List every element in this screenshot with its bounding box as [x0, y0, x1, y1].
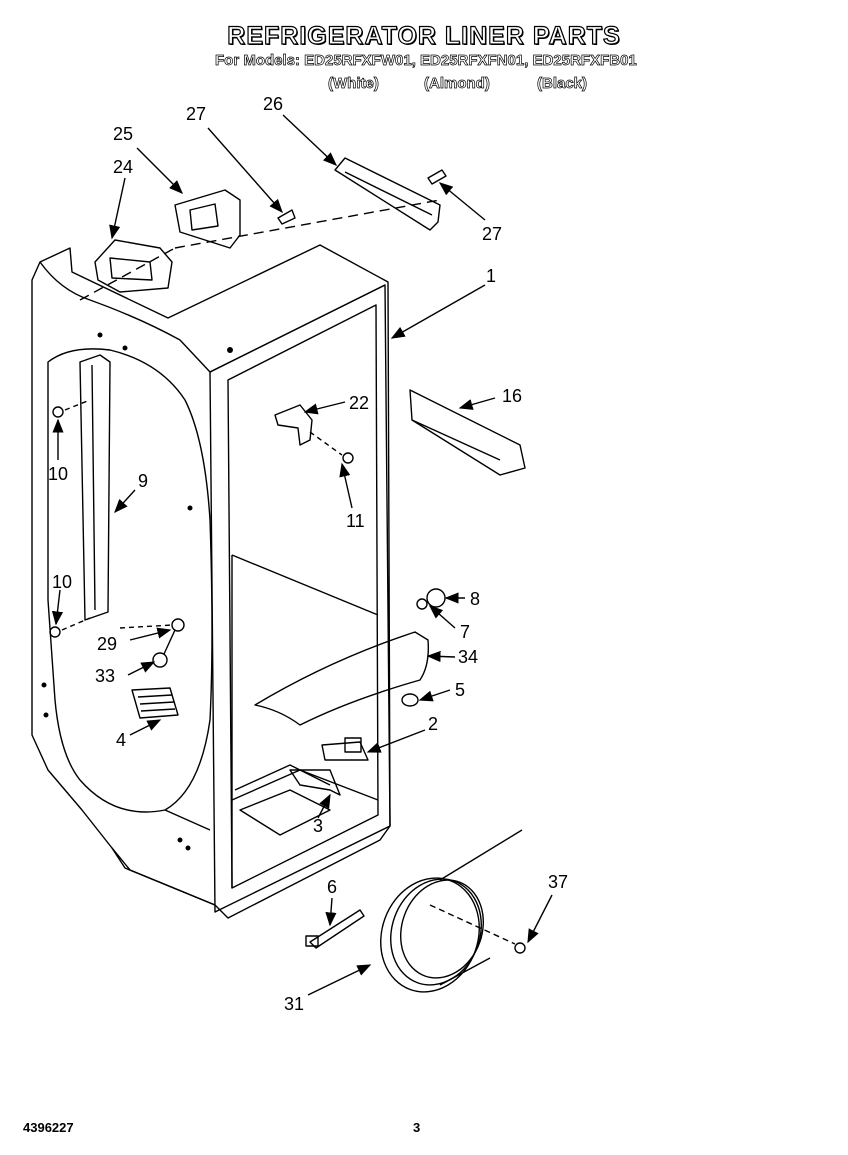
- callout-29: 29: [97, 634, 117, 654]
- part-9-vertical-rail: [79, 354, 111, 621]
- callout-24: 24: [113, 157, 133, 177]
- callout-8: 8: [470, 589, 480, 609]
- callout-11: 11: [346, 511, 365, 531]
- part-5-nut: [401, 693, 419, 707]
- part-10-screw-upper: [52, 406, 64, 418]
- callout-26: 26: [263, 94, 283, 114]
- callout-16: 16: [502, 386, 522, 406]
- part-31-coil-3: [400, 879, 484, 979]
- part-8-knob: [426, 588, 446, 608]
- part-16-tray: [409, 389, 526, 476]
- callout-6: 6: [327, 877, 337, 897]
- liner-outer-body: [31, 244, 391, 919]
- callout-7: 7: [460, 622, 470, 642]
- liner-front-frame-inner: [227, 304, 379, 889]
- liner-front-frame: [209, 284, 391, 913]
- part-25-bracket: [174, 189, 241, 249]
- model-list: For Models: ED25RFXFW01, ED25RFXFN01, ED…: [215, 52, 637, 70]
- callout-labels: 25 27 26 24 27 1 22 16 10 9 11 10 8 7 29…: [48, 94, 568, 1014]
- part-27-screw-top-right: [427, 169, 447, 185]
- callout-22: 22: [349, 393, 369, 413]
- part-34-cover: [254, 631, 430, 726]
- callout-10-upper: 10: [48, 464, 68, 484]
- variant-white: (White): [328, 75, 380, 93]
- part-3-bracket: [289, 769, 341, 796]
- variant-black: (Black): [537, 75, 588, 93]
- bottom-pan: [231, 769, 379, 801]
- callout-9: 9: [138, 471, 148, 491]
- callout-2: 2: [428, 714, 438, 734]
- liner-back-wall: [231, 554, 379, 616]
- callout-31: 31: [284, 994, 304, 1014]
- document-number: 4396227: [23, 1120, 74, 1135]
- callout-10-lower: 10: [52, 572, 72, 592]
- part-27-screw-left: [277, 209, 296, 225]
- part-7-screw: [416, 598, 428, 610]
- callout-37: 37: [548, 872, 568, 892]
- part-29-socket: [171, 618, 185, 632]
- part-24-housing: [94, 239, 173, 293]
- part-22-bracket: [274, 404, 313, 446]
- callout-27-left: 27: [186, 104, 206, 124]
- part-26-top-rail: [334, 157, 441, 231]
- callout-25: 25: [113, 124, 133, 144]
- callout-33: 33: [95, 666, 115, 686]
- callout-34: 34: [458, 647, 478, 667]
- part-33-bulb: [152, 652, 168, 668]
- liner-top-surface: [39, 261, 386, 373]
- part-37-screw: [514, 942, 526, 954]
- callout-5: 5: [455, 680, 465, 700]
- liner-side-cutaway: [47, 348, 213, 813]
- variant-almond: (Almond): [424, 75, 491, 93]
- part-10-screw-lower: [49, 626, 61, 638]
- part-4-vent: [131, 687, 179, 719]
- callout-27-right: 27: [482, 224, 502, 244]
- callout-1: 1: [486, 266, 496, 286]
- page-title: REFRIGERATOR LINER PARTS: [227, 21, 621, 50]
- part-2-bracket: [321, 741, 369, 761]
- part-11-screw: [342, 452, 354, 464]
- page-number: 3: [413, 1120, 421, 1135]
- callout-3: 3: [313, 816, 323, 836]
- callout-4: 4: [116, 730, 126, 750]
